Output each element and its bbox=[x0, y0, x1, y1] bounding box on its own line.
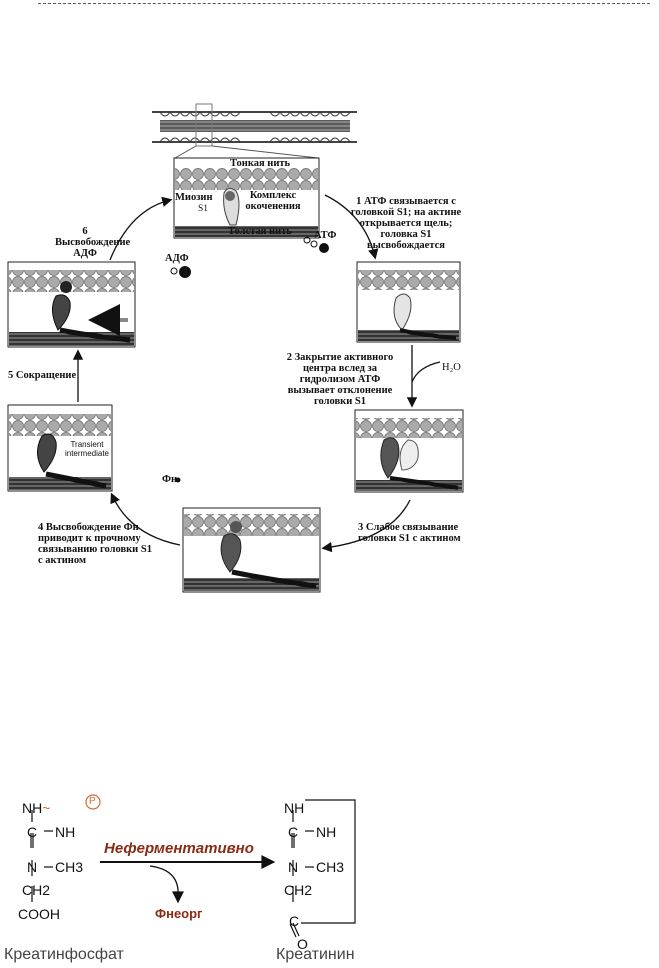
thin-filament-label: Тонкая нить bbox=[230, 158, 291, 169]
step-5-number: 5 bbox=[8, 370, 14, 381]
step-6-number: 6 bbox=[82, 226, 88, 237]
adp-label: АДФ bbox=[165, 253, 189, 264]
step-6: 6 Высвобождение АДФ bbox=[55, 226, 130, 259]
rigor-complex-label: Комплекс окоченения bbox=[245, 190, 301, 212]
step-2-text: Закрытие активного центра вслед за гидро… bbox=[287, 352, 394, 407]
myosin-label: Миозин bbox=[175, 192, 213, 203]
molecule-glyphs bbox=[170, 236, 329, 483]
panel-transient bbox=[7, 404, 113, 492]
thick-filament-label: Толстая нить bbox=[228, 226, 292, 237]
cycle-arrows bbox=[72, 194, 441, 553]
water-label: H₂O bbox=[442, 362, 461, 373]
s1-label: S1 bbox=[198, 204, 209, 214]
reactant-imine: NH bbox=[55, 824, 76, 840]
panel-weak-binding bbox=[182, 507, 321, 593]
panel-contraction bbox=[7, 261, 136, 348]
step-3-text: Слабое связывание головки S1 с актином bbox=[358, 522, 461, 544]
step-3: 3 Слабое связывание головки S1 с актином bbox=[358, 522, 478, 544]
product-oxygen: O bbox=[297, 936, 308, 952]
reactant-nh: NH~ bbox=[22, 800, 51, 816]
product-ch2: CH2 bbox=[284, 882, 313, 898]
step-1: 1 АТФ связывается с головкой S1; на акти… bbox=[345, 196, 467, 251]
product-c-ring: C bbox=[289, 913, 300, 929]
product-c: C bbox=[288, 824, 299, 840]
reactant-n: N bbox=[27, 859, 38, 875]
product-nh: NH bbox=[284, 800, 305, 816]
step-4-text: Высвобождение Фн приводит к прочному свя… bbox=[38, 522, 152, 566]
panel-atp-bound bbox=[356, 261, 461, 343]
byproduct-label: Фнеорг bbox=[155, 906, 203, 921]
step-2-number: 2 bbox=[286, 352, 292, 363]
creatine-reaction bbox=[30, 794, 356, 938]
step-5: 5 Сокращение bbox=[8, 370, 76, 381]
step-3-number: 3 bbox=[358, 522, 364, 533]
panel-hydrolysis bbox=[354, 409, 464, 493]
step-1-number: 1 bbox=[356, 196, 362, 207]
product-n: N bbox=[288, 859, 299, 875]
reactant-cooh: COOH bbox=[18, 906, 60, 922]
reactant-name: Креатинфосфат bbox=[4, 946, 124, 963]
transient-label: Transient intermediate bbox=[64, 440, 110, 458]
step-6-text: Высвобождение АДФ bbox=[55, 237, 131, 259]
cross-bridge-cycle-diagram bbox=[7, 103, 464, 593]
product-methyl: CH3 bbox=[316, 859, 345, 875]
step-1-text: АТФ связывается с головкой S1; на актине… bbox=[350, 196, 462, 251]
product-name: Креатинин bbox=[276, 946, 355, 963]
panel-rigor bbox=[173, 157, 320, 239]
atp-label: АТФ bbox=[314, 230, 337, 241]
step-5-text: Сокращение bbox=[15, 370, 77, 381]
sarcomere-illustration bbox=[152, 103, 357, 159]
reactant-c: C bbox=[27, 824, 38, 840]
step-2: 2 Закрытие активного центра вслед за гид… bbox=[282, 352, 398, 407]
reaction-condition-label: Неферментативно bbox=[104, 840, 254, 857]
reactant-methyl: CH3 bbox=[55, 859, 84, 875]
top-dashed-rule bbox=[38, 3, 650, 4]
phosphate-symbol: P bbox=[89, 796, 96, 807]
product-imine: NH bbox=[316, 824, 337, 840]
phosphate-label: Фн bbox=[162, 474, 178, 485]
reactant-ch2: CH2 bbox=[22, 882, 51, 898]
step-4-number: 4 bbox=[38, 522, 44, 533]
step-4: 4 Высвобождение Фн приводит к прочному с… bbox=[38, 522, 158, 566]
